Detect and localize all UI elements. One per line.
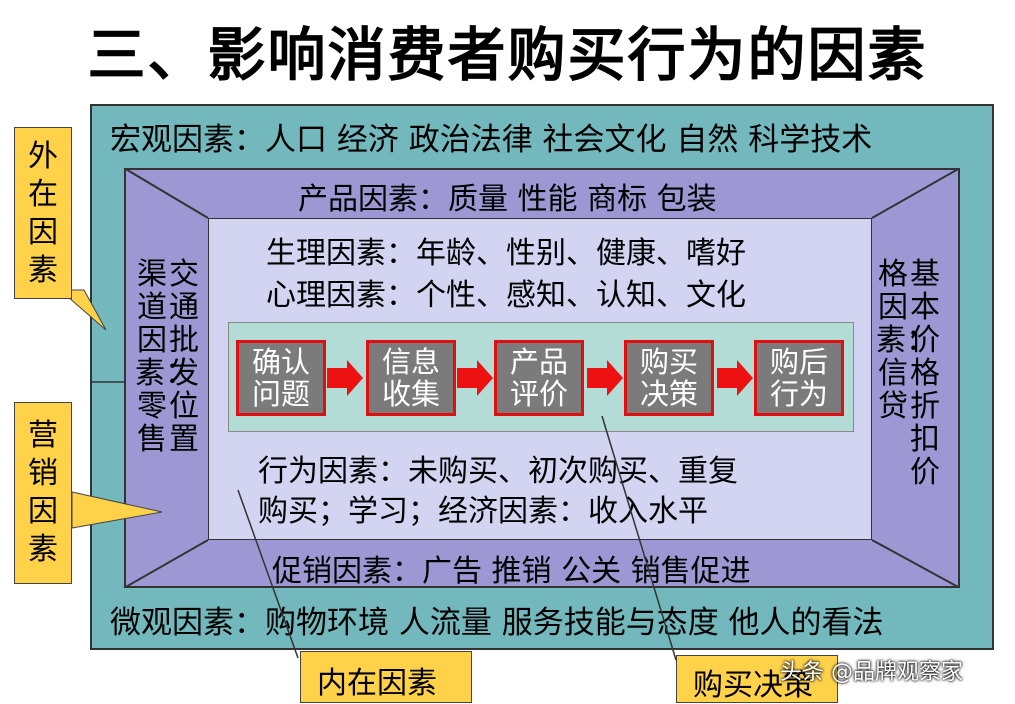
behavior-factors-line2: 购买；学习；经济因素：收入水平: [258, 494, 708, 529]
step-label: 收集: [381, 377, 440, 411]
step-product-evaluation: 产品评价: [494, 340, 584, 416]
price-panel: [872, 168, 960, 588]
step-label: 行为: [769, 377, 828, 411]
behavior-factors-line1: 行为因素：未购买、初次购买、重复: [258, 454, 738, 489]
purchase-decision-callout: 购买决策: [676, 655, 838, 703]
promotion-panel: [124, 540, 960, 588]
process-arrow-head: [347, 360, 363, 396]
step-purchase-decision: 购买决策: [624, 340, 714, 416]
physiological-factors-text: 生理因素：年龄、性别、健康、嗜好: [266, 236, 746, 271]
process-arrow-head: [607, 360, 623, 396]
channel-factors-col2: 渠道因素：零售: [135, 257, 195, 457]
step-label: 信息: [381, 345, 440, 379]
process-arrow-head: [737, 360, 753, 396]
process-arrow: [587, 368, 609, 388]
step-label: 评价: [509, 377, 568, 411]
price-factors-col2: 格因素：信贷: [876, 257, 936, 424]
process-arrow: [717, 368, 739, 388]
product-factors-text: 产品因素：质量 性能 商标 包装: [298, 182, 717, 217]
price-factors-col1: 基本价格折扣价: [910, 257, 940, 490]
external-factors-callout: 外在因素: [14, 127, 72, 299]
step-label: 决策: [639, 377, 698, 411]
channel-panel: [124, 168, 208, 588]
internal-factors-callout: 内在因素: [300, 651, 472, 703]
product-panel: [124, 168, 960, 218]
psychological-factors-text: 心理因素：个性、感知、认知、文化: [266, 278, 746, 313]
step-problem-recognition: 确认问题: [236, 340, 326, 416]
process-arrow-head: [477, 360, 493, 396]
marketing-factors-callout: 营销因素: [14, 402, 72, 584]
step-label: 确认: [251, 345, 310, 379]
step-label: 购买: [639, 345, 698, 379]
step-label: 购后: [769, 345, 828, 379]
page-title: 三、影响消费者购买行为的因素: [87, 21, 928, 89]
step-information-search: 信息收集: [366, 340, 456, 416]
watermark-text: 头条 @品牌观察家: [780, 660, 963, 685]
step-label: 产品: [509, 345, 568, 379]
frame-diagonals: [124, 168, 960, 588]
process-arrow: [327, 368, 349, 388]
process-arrow: [457, 368, 479, 388]
promotion-factors-text: 促销因素：广告 推销 公关 销售促进: [272, 554, 751, 589]
micro-factors-text: 微观因素：购物环境 人流量 服务技能与态度 他人的看法: [110, 605, 884, 641]
step-post-purchase: 购后行为: [754, 340, 844, 416]
channel-factors-col1: 交通批发位置: [169, 257, 199, 457]
macro-factors-text: 宏观因素：人口 经济 政治法律 社会文化 自然 科学技术: [110, 122, 873, 158]
step-label: 问题: [251, 377, 310, 411]
marketing-frame-border: [124, 168, 960, 588]
